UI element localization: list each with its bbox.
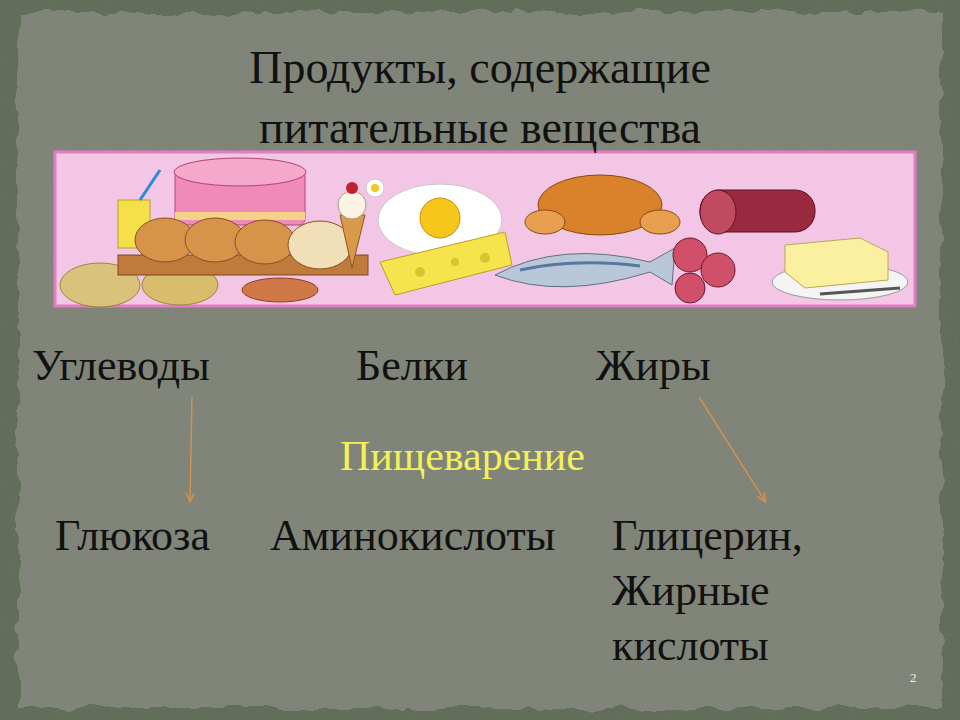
process-label: Пищеварение [340,432,585,480]
term-text: Глицерин, Жирные кислоты [612,508,847,673]
term-text: Белки [356,338,468,393]
digestion-arrow [699,397,765,502]
term-node: Глюкоза [55,508,210,563]
digestion-arrow [190,397,192,502]
term-node: Глицерин, Жирные кислоты [612,508,847,673]
term-node: Аминокислоты [270,508,555,563]
term-text: Жиры [596,338,711,393]
slide-title: Продукты, содержащие питательные веществ… [130,38,830,158]
term-node: Жиры [596,338,711,393]
page-number: 2 [910,670,917,686]
term-text: Глюкоза [55,508,210,563]
term-text: Аминокислоты [270,508,555,563]
term-node: Белки [356,338,468,393]
term-node: Углеводы [32,338,210,393]
term-text: Углеводы [32,338,210,393]
